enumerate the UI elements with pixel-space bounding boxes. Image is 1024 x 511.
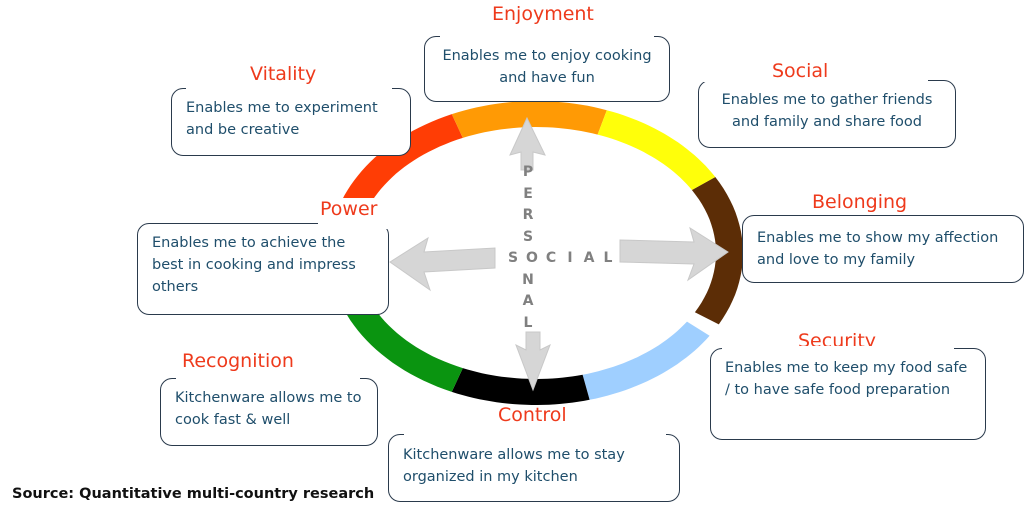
title-power: Power bbox=[314, 198, 384, 220]
axis-letter: N bbox=[522, 271, 534, 288]
axis-letter: S bbox=[507, 250, 519, 266]
ring-segment-social bbox=[597, 110, 716, 190]
axis-letter: C bbox=[545, 250, 557, 266]
axis-letter: E bbox=[523, 185, 533, 202]
ring-segment-enjoyment bbox=[451, 101, 607, 138]
axis-letter: A bbox=[522, 293, 534, 309]
axis-letter: L bbox=[603, 250, 613, 266]
box-social: Enables me to gather friends and family … bbox=[698, 80, 956, 148]
text-recognition: Kitchenware allows me to cook fast & wel… bbox=[175, 390, 362, 428]
axis-letter: I bbox=[567, 250, 573, 266]
box-power: Enables me to achieve the best in cookin… bbox=[137, 223, 389, 315]
title-control: Control bbox=[498, 404, 567, 426]
axis-letter: P bbox=[522, 164, 534, 180]
text-social: Enables me to gather friends and family … bbox=[721, 92, 933, 130]
text-enjoyment: Enables me to enjoy cooking and have fun bbox=[442, 48, 652, 86]
axis-letter: L bbox=[523, 314, 533, 331]
text-security: Enables me to keep my food safe / to hav… bbox=[725, 360, 968, 398]
box-enjoyment: Enables me to enjoy cooking and have fun bbox=[424, 36, 670, 102]
border-gap bbox=[440, 34, 654, 38]
axis-letter: R bbox=[522, 207, 534, 223]
border-gap bbox=[186, 86, 392, 90]
ring-segment-vitality bbox=[337, 114, 463, 219]
border-gap bbox=[318, 221, 390, 229]
ring-segment-control bbox=[451, 368, 590, 405]
arrow-left-icon bbox=[389, 236, 496, 292]
axis-letter: O bbox=[526, 250, 538, 266]
border-gap bbox=[696, 78, 928, 82]
source-note: Source: Quantitative multi-country resea… bbox=[12, 486, 375, 502]
text-vitality: Enables me to experiment and be creative bbox=[186, 100, 378, 138]
box-vitality: Enables me to experiment and be creative bbox=[171, 88, 411, 156]
arrow-up-icon bbox=[509, 116, 546, 171]
title-enjoyment: Enjoyment bbox=[492, 3, 594, 25]
box-control: Kitchenware allows me to stay organized … bbox=[388, 434, 680, 502]
ring-segment-security bbox=[582, 321, 710, 400]
border-gap bbox=[176, 376, 360, 380]
arrow-right-icon bbox=[619, 226, 729, 282]
border-gap bbox=[404, 432, 666, 436]
box-recognition: Kitchenware allows me to cook fast & wel… bbox=[160, 378, 378, 446]
axis-letter: A bbox=[583, 250, 595, 266]
box-belonging: Enables me to show my affection and love… bbox=[742, 215, 1024, 283]
title-social: Social bbox=[772, 60, 829, 82]
text-belonging: Enables me to show my affection and love… bbox=[757, 230, 999, 268]
title-belonging: Belonging bbox=[806, 191, 914, 213]
text-power: Enables me to achieve the best in cookin… bbox=[152, 235, 356, 295]
title-recognition: Recognition bbox=[182, 350, 294, 372]
arrow-down-icon bbox=[515, 331, 551, 392]
border-gap bbox=[722, 346, 954, 350]
axis-letter: S bbox=[522, 228, 534, 245]
box-security: Enables me to keep my food safe / to hav… bbox=[710, 348, 986, 440]
title-vitality: Vitality bbox=[250, 63, 317, 85]
text-control: Kitchenware allows me to stay organized … bbox=[403, 447, 625, 485]
